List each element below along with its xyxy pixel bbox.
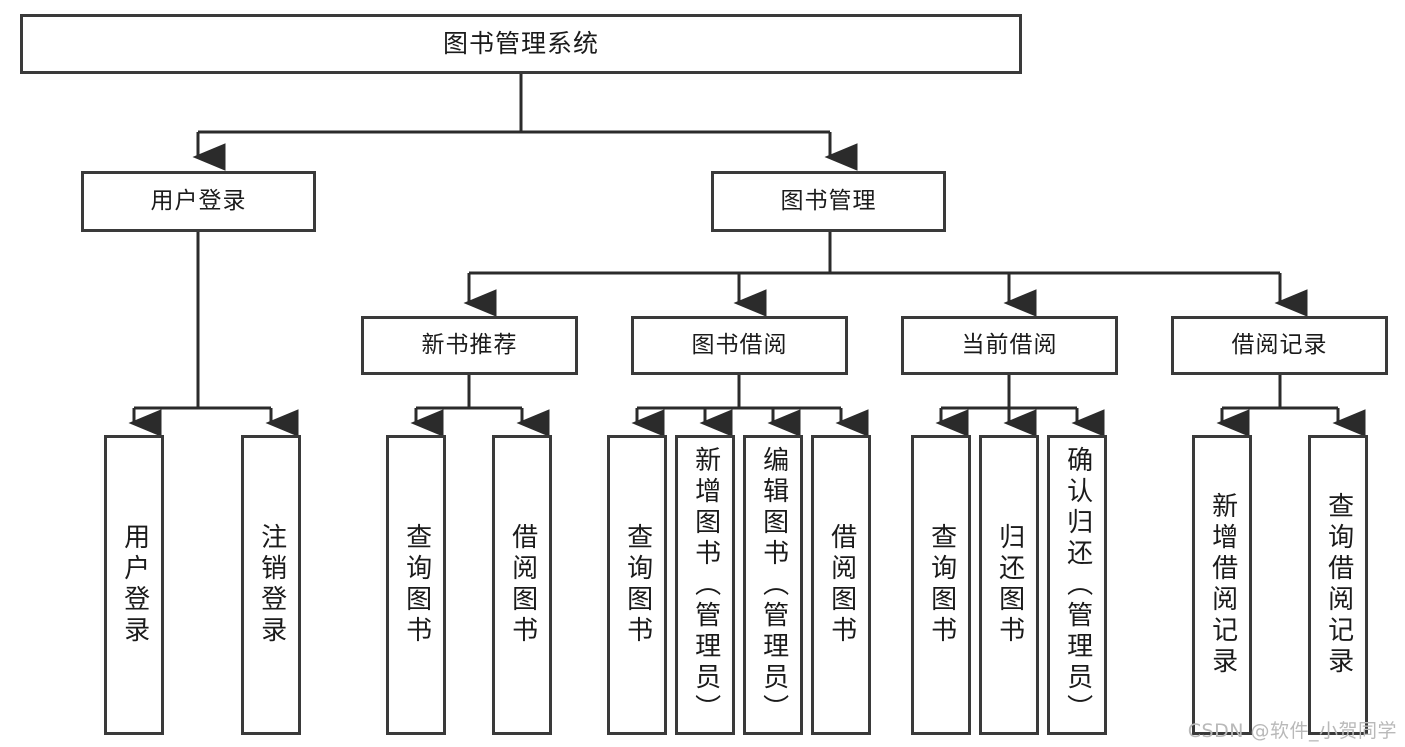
node-root[interactable]: 图书管理系统 <box>20 14 1022 74</box>
node-new-book-recommend[interactable]: 新书推荐 <box>361 316 578 375</box>
leaf-borrow-borrow-book[interactable]: 借阅图书 <box>811 435 871 735</box>
leaf-user-login-label: 用户登录 <box>119 523 150 647</box>
node-book-management[interactable]: 图书管理 <box>711 171 946 232</box>
leaf-current-query-book[interactable]: 查询图书 <box>911 435 971 735</box>
leaf-newbook-query-book[interactable]: 查询图书 <box>386 435 446 735</box>
node-current-borrow[interactable]: 当前借阅 <box>901 316 1118 375</box>
leaf-borrow-borrow-book-label: 借阅图书 <box>826 523 857 647</box>
leaf-user-login[interactable]: 用户登录 <box>104 435 164 735</box>
node-user-login-label: 用户登录 <box>150 188 247 215</box>
leaf-current-confirm-return[interactable]: 确认归还（管理员） <box>1047 435 1107 735</box>
leaf-borrow-add-book[interactable]: 新增图书（管理员） <box>675 435 735 735</box>
node-borrow-record[interactable]: 借阅记录 <box>1171 316 1388 375</box>
leaf-record-add-record[interactable]: 新增借阅记录 <box>1192 435 1252 735</box>
leaf-logout-label: 注销登录 <box>256 523 287 647</box>
leaf-newbook-borrow-book-label: 借阅图书 <box>507 523 538 647</box>
node-book-management-label: 图书管理 <box>780 188 877 215</box>
node-book-borrow-label: 图书借阅 <box>691 332 788 359</box>
node-book-borrow[interactable]: 图书借阅 <box>631 316 848 375</box>
leaf-borrow-query-book[interactable]: 查询图书 <box>607 435 667 735</box>
node-current-borrow-label: 当前借阅 <box>961 332 1058 359</box>
leaf-borrow-query-book-label: 查询图书 <box>622 523 653 647</box>
leaf-current-return-book[interactable]: 归还图书 <box>979 435 1039 735</box>
node-user-login[interactable]: 用户登录 <box>81 171 316 232</box>
leaf-current-query-book-label: 查询图书 <box>926 523 957 647</box>
leaf-record-add-record-label: 新增借阅记录 <box>1207 492 1238 678</box>
leaf-current-confirm-return-label: 确认归还（管理员） <box>1062 445 1093 725</box>
leaf-record-query-record[interactable]: 查询借阅记录 <box>1308 435 1368 735</box>
leaf-borrow-edit-book[interactable]: 编辑图书（管理员） <box>743 435 803 735</box>
leaf-newbook-query-book-label: 查询图书 <box>401 523 432 647</box>
leaf-newbook-borrow-book[interactable]: 借阅图书 <box>492 435 552 735</box>
leaf-current-return-book-label: 归还图书 <box>994 523 1025 647</box>
leaf-borrow-add-book-label: 新增图书（管理员） <box>690 445 721 725</box>
node-root-label: 图书管理系统 <box>442 28 599 58</box>
leaf-logout[interactable]: 注销登录 <box>241 435 301 735</box>
node-new-book-recommend-label: 新书推荐 <box>421 332 518 359</box>
node-borrow-record-label: 借阅记录 <box>1231 332 1328 359</box>
leaf-borrow-edit-book-label: 编辑图书（管理员） <box>758 445 789 725</box>
leaf-record-query-record-label: 查询借阅记录 <box>1323 492 1354 678</box>
